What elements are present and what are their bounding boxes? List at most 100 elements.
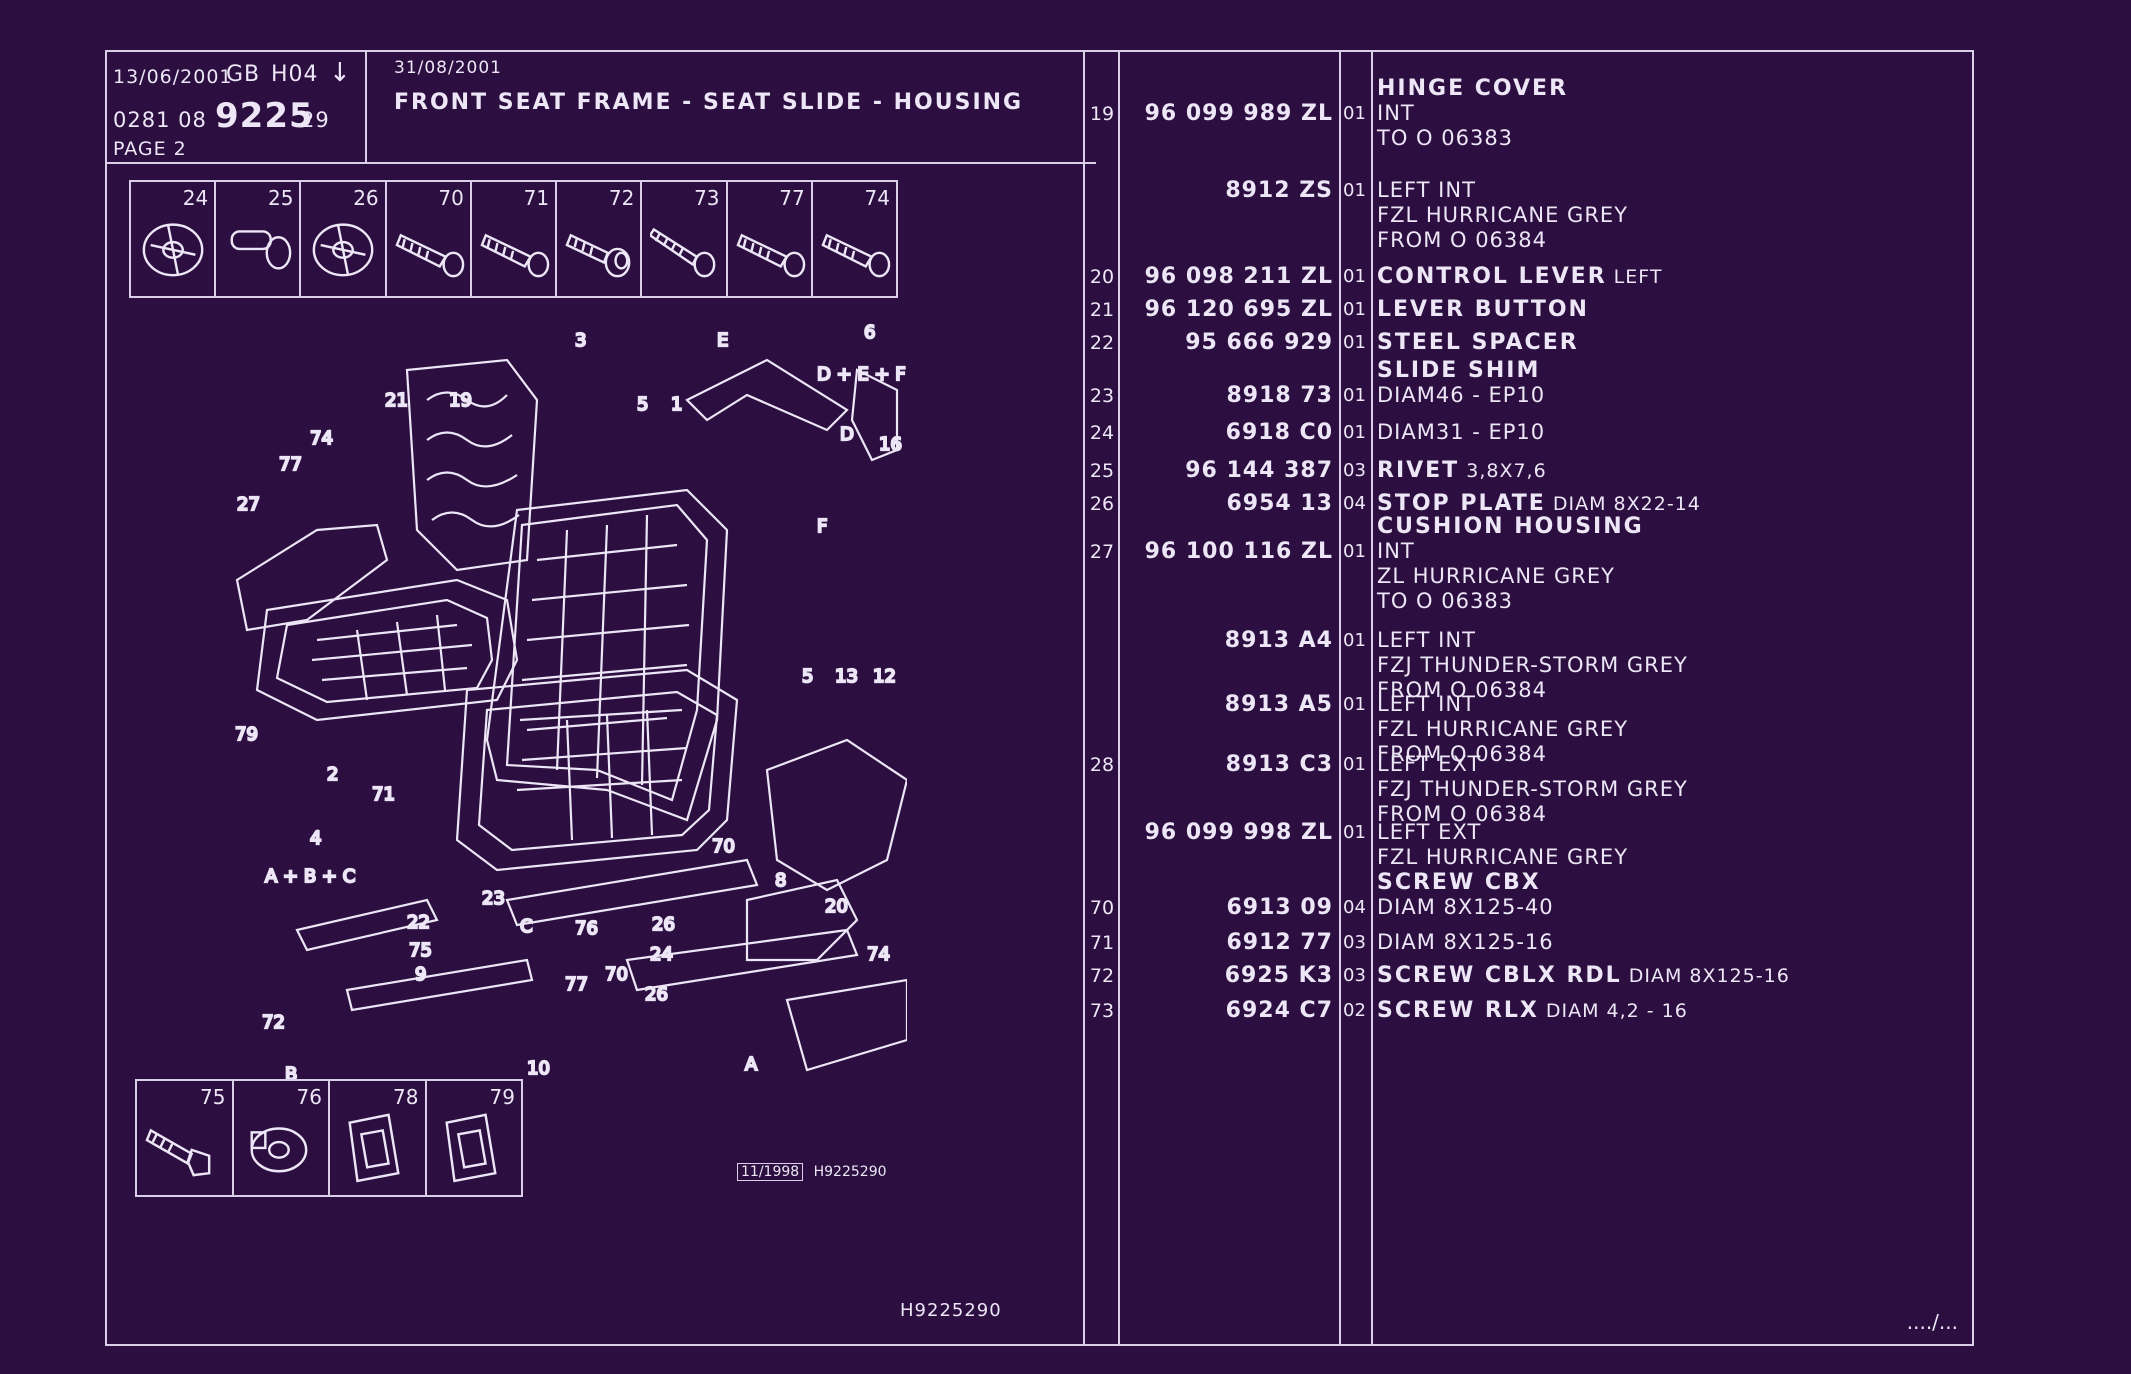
icon-cell-79: 79 bbox=[427, 1081, 522, 1195]
exploded-seat-diagram: 3 E 6 D + E + F 21 19 5 1 D 16 74 77 27 … bbox=[234, 321, 907, 1080]
part-ref: 19 bbox=[1089, 103, 1115, 125]
part-desc-line: DIAM 8X125-40 bbox=[1377, 895, 1554, 919]
callout: 24 bbox=[650, 944, 673, 965]
bolt-icon bbox=[145, 1128, 211, 1177]
col-rule bbox=[1339, 52, 1341, 1344]
part-qty: 01 bbox=[1343, 103, 1366, 124]
callout: 4 bbox=[310, 828, 321, 849]
part-qty: 01 bbox=[1343, 694, 1366, 715]
screw-icon bbox=[480, 233, 550, 278]
part-desc-line: DIAM 8X125-16 bbox=[1377, 930, 1554, 954]
stop-plate-icon bbox=[313, 223, 374, 277]
seat-cushion-frame bbox=[255, 578, 519, 722]
icon-ref-number: 25 bbox=[267, 186, 294, 210]
part-qty: 01 bbox=[1343, 180, 1366, 201]
callout: 26 bbox=[645, 984, 668, 1005]
part-desc-line: LEFT INT bbox=[1377, 692, 1476, 716]
part-number: 8918 73 bbox=[1226, 383, 1333, 408]
part-desc-line: FZL HURRICANE GREY bbox=[1377, 717, 1629, 741]
part-number: 6924 C7 bbox=[1225, 998, 1333, 1023]
part-qty: 01 bbox=[1343, 630, 1366, 651]
icon-cell-75: 75 bbox=[137, 1081, 234, 1195]
callout: 21 bbox=[385, 390, 408, 411]
part-spec: LEFT bbox=[1606, 266, 1663, 288]
mechanism-plate bbox=[765, 738, 907, 892]
icon-ref-number: 76 bbox=[296, 1085, 322, 1109]
part-ref: 25 bbox=[1089, 460, 1115, 482]
date-1: 13/06/2001 bbox=[113, 66, 233, 88]
part-number: 95 666 929 bbox=[1185, 330, 1333, 355]
screw-icon bbox=[395, 233, 464, 278]
callout: 1 bbox=[671, 394, 682, 415]
part-ref: 24 bbox=[1089, 422, 1115, 444]
seat-back-frame bbox=[485, 488, 729, 822]
callout: D + E + F bbox=[817, 364, 906, 385]
callout: 76 bbox=[575, 918, 598, 939]
part-desc-line: DIAM31 - EP10 bbox=[1377, 420, 1546, 444]
icon-ref-number: 72 bbox=[608, 186, 635, 210]
tapping-screw-icon bbox=[650, 227, 716, 278]
callout: 23 bbox=[482, 888, 505, 909]
seat-base-frame bbox=[455, 668, 739, 872]
part-number: 96 100 116 ZL bbox=[1144, 539, 1333, 564]
part-ref: 70 bbox=[1089, 897, 1115, 919]
callout: 70 bbox=[605, 964, 628, 985]
hinge-bracket bbox=[850, 368, 899, 462]
callout: 74 bbox=[867, 944, 890, 965]
part-spec: DIAM 8X22-14 bbox=[1545, 493, 1701, 515]
part-qty: 01 bbox=[1343, 332, 1366, 353]
part-desc-line: FZJ THUNDER-STORM GREY bbox=[1377, 653, 1688, 677]
part-desc-line: LEFT EXT bbox=[1377, 752, 1482, 776]
callout: 27 bbox=[237, 494, 260, 515]
seat-slide-rails bbox=[295, 858, 859, 1012]
part-qty: 01 bbox=[1343, 754, 1366, 775]
callout: 9 bbox=[415, 964, 426, 985]
part-number: 96 099 989 ZL bbox=[1144, 101, 1333, 126]
part-qty: 01 bbox=[1343, 385, 1366, 406]
part-number: 96 098 211 ZL bbox=[1144, 264, 1333, 289]
drawing-stamp: 11/1998 H9225290 bbox=[737, 1163, 887, 1181]
callout: A bbox=[745, 1054, 758, 1075]
part-name: STOP PLATE DIAM 8X22-14 bbox=[1377, 491, 1701, 516]
page-title: FRONT SEAT FRAME - SEAT SLIDE - HOUSING bbox=[394, 90, 1024, 115]
hinge-cover bbox=[235, 523, 389, 632]
part-name: RIVET 3,8X7,6 bbox=[1377, 458, 1547, 483]
icon-ref-number: 75 bbox=[200, 1085, 226, 1109]
callout: 20 bbox=[825, 896, 848, 917]
part-ref: 23 bbox=[1089, 385, 1115, 407]
icon-ref-number: 71 bbox=[523, 186, 550, 210]
rivet-icon bbox=[230, 230, 292, 270]
part-spec: DIAM 4,2 - 16 bbox=[1538, 1000, 1688, 1022]
icon-cell-26: 26 bbox=[301, 182, 387, 296]
nut-icon bbox=[250, 1127, 307, 1173]
callout: 2 bbox=[327, 764, 338, 785]
parts-sheet: 13/06/2001 GB H04 ↓ 0281 08 9225 29 PAGE… bbox=[105, 50, 1974, 1346]
part-desc-line: INT bbox=[1377, 101, 1415, 125]
part-number: 6954 13 bbox=[1226, 491, 1333, 516]
part-desc-line: FROM O 06384 bbox=[1377, 802, 1548, 826]
callout: 8 bbox=[775, 870, 786, 891]
part-qty: 04 bbox=[1343, 493, 1366, 514]
stamp-date: 11/1998 bbox=[737, 1163, 804, 1181]
part-desc-line: LEFT EXT bbox=[1377, 820, 1482, 844]
part-qty: 04 bbox=[1343, 897, 1366, 918]
part-number: 6925 K3 bbox=[1224, 963, 1333, 988]
callout: 12 bbox=[873, 666, 896, 687]
control-lever bbox=[745, 878, 859, 962]
callout: 3 bbox=[575, 330, 586, 351]
flange-screw-icon bbox=[565, 233, 631, 278]
part-ref: 27 bbox=[1089, 541, 1115, 563]
icon-cell-24: 24 bbox=[131, 182, 217, 296]
part-ref: 71 bbox=[1089, 932, 1115, 954]
recline-lever bbox=[685, 358, 849, 432]
stamp-ref: H9225290 bbox=[813, 1164, 887, 1180]
callout: D bbox=[840, 424, 854, 445]
icon-ref-number: 24 bbox=[182, 186, 209, 210]
ref-suffix: 29 bbox=[301, 108, 330, 132]
page-number: PAGE 2 bbox=[113, 138, 187, 160]
continued-marker: ..../... bbox=[1906, 1310, 1958, 1334]
part-name: LEVER BUTTON bbox=[1377, 297, 1589, 322]
icon-cell-76: 76 bbox=[234, 1081, 330, 1195]
icon-cell-73: 73 bbox=[642, 182, 728, 296]
